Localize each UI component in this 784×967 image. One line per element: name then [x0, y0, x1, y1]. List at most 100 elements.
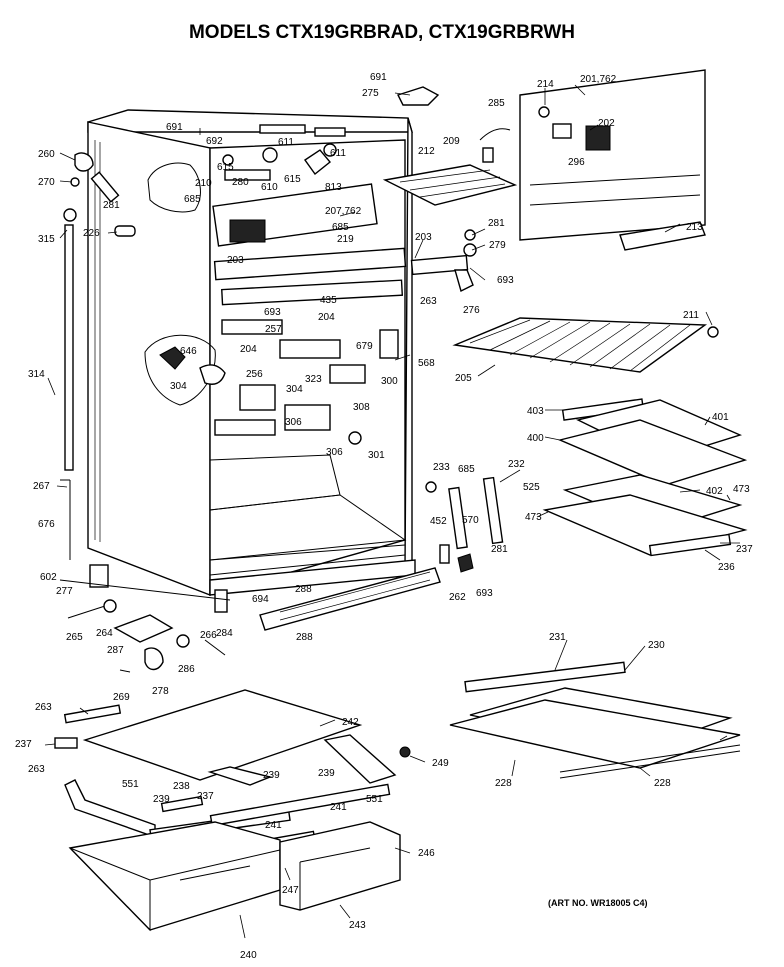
part-label: 212 — [418, 146, 435, 157]
part-label: 267 — [33, 481, 50, 492]
part-label: 237 — [197, 791, 214, 802]
part-label: 813 — [325, 182, 342, 193]
part-label: 239 — [263, 770, 280, 781]
part-label: 693 — [476, 588, 493, 599]
part-label: 435 — [320, 295, 337, 306]
freezer-control-assembly — [212, 124, 378, 247]
part-label: 204 — [240, 344, 257, 355]
part-label: 219 — [337, 234, 354, 245]
part-label: 236 — [718, 562, 735, 573]
part-label: 306 — [285, 417, 302, 428]
part-label: 615 — [284, 174, 301, 185]
part-label: 246 — [418, 848, 435, 859]
part-label: 685 — [458, 464, 475, 475]
part-label: 287 — [107, 645, 124, 656]
part-label: 679 — [356, 341, 373, 352]
part-label: 262 — [449, 592, 466, 603]
part-label: 323 — [305, 374, 322, 385]
crisper-drawer-left — [68, 821, 281, 932]
part-labels: 691 275 214 201,762 285 202 209 212 296 … — [15, 72, 753, 961]
part-label: 306 — [326, 447, 343, 458]
part-label: 247 — [282, 885, 299, 896]
part-label: 238 — [173, 781, 190, 792]
part-label: 301 — [368, 450, 385, 461]
crisper-drawer-right — [279, 821, 401, 911]
part-label: 202 — [598, 118, 615, 129]
part-label: 551 — [122, 779, 139, 790]
part-label: 205 — [455, 373, 472, 384]
part-label: 237 — [15, 739, 32, 750]
part-label: 610 — [261, 182, 278, 193]
part-label: 473 — [733, 484, 750, 495]
part-label: 300 — [381, 376, 398, 387]
part-label: 615 — [217, 162, 234, 173]
part-label: 304 — [170, 381, 187, 392]
shelf-supports — [159, 247, 407, 445]
lower-loose-parts — [67, 599, 226, 673]
part-label: 570 — [462, 515, 479, 526]
part-label: 264 — [96, 628, 113, 639]
part-label: 692 — [206, 136, 223, 147]
part-label: 214 — [537, 79, 554, 90]
evaporator-cover — [519, 69, 706, 251]
part-label: 402 — [706, 486, 723, 497]
part-label: 281 — [488, 218, 505, 229]
hinge-rod — [60, 152, 136, 560]
part-label: 288 — [295, 584, 312, 595]
part-label: 568 — [418, 358, 435, 369]
part-label: 257 — [265, 324, 282, 335]
part-label: 249 — [432, 758, 449, 769]
leader-lines — [44, 84, 740, 939]
part-label: 452 — [430, 516, 447, 527]
part-label: 685 — [184, 194, 201, 205]
part-label: 276 — [463, 305, 480, 316]
part-label: 279 — [489, 240, 506, 251]
part-label: 551 — [366, 794, 383, 805]
part-label: 237 — [736, 544, 753, 555]
part-label: 288 — [296, 632, 313, 643]
part-label: 281 — [103, 200, 120, 211]
part-label: 207,762 — [325, 206, 362, 217]
part-label: 280 — [232, 177, 249, 188]
part-label: 228 — [654, 778, 671, 789]
part-label: 270 — [38, 177, 55, 188]
part-label: 241 — [265, 820, 282, 831]
part-label: 281 — [491, 544, 508, 555]
part-label: 285 — [488, 98, 505, 109]
glass-shelf-lower — [542, 474, 748, 557]
art-number: (ART NO. WR18005 C4) — [548, 898, 648, 908]
part-label: 275 — [362, 88, 379, 99]
part-label: 308 — [353, 402, 370, 413]
part-label: 694 — [252, 594, 269, 605]
part-label: 213 — [686, 222, 703, 233]
part-label: 296 — [568, 157, 585, 168]
part-label: 209 — [443, 136, 460, 147]
part-label: 263 — [28, 764, 45, 775]
part-label: 226 — [83, 228, 100, 239]
part-label: 277 — [56, 586, 73, 597]
part-label: 401 — [712, 412, 729, 423]
part-label: 269 — [113, 692, 130, 703]
part-label: 263 — [420, 296, 437, 307]
part-label: 260 — [38, 149, 55, 160]
glass-shelf-upper — [557, 398, 748, 486]
part-label: 265 — [66, 632, 83, 643]
part-label: 263 — [35, 702, 52, 713]
part-label: 525 — [523, 482, 540, 493]
part-label: 240 — [240, 950, 257, 961]
part-label: 232 — [508, 459, 525, 470]
part-label: 473 — [525, 512, 542, 523]
wire-shelf — [452, 317, 719, 373]
freezer-shelf-support — [382, 86, 518, 206]
part-label: 203 — [415, 232, 432, 243]
part-label: 243 — [349, 920, 366, 931]
part-label: 403 — [527, 406, 544, 417]
right-hinge — [410, 229, 477, 293]
part-label: 286 — [178, 664, 195, 675]
part-label: 691 — [166, 122, 183, 133]
part-label: 691 — [370, 72, 387, 83]
fresh-food-shelf — [449, 661, 741, 779]
part-label: 266 — [200, 630, 217, 641]
part-label: 693 — [497, 275, 514, 286]
